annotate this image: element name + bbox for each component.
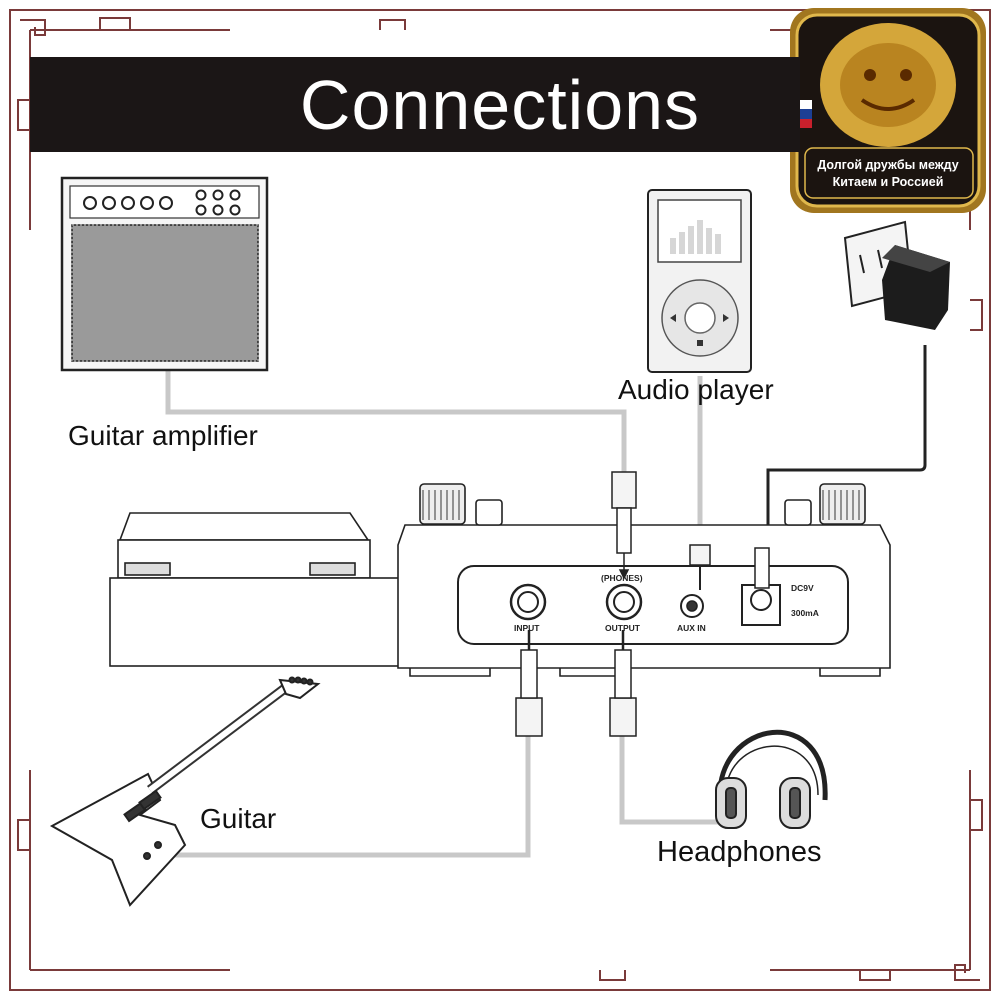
badge-line-2: Китаем и Россией [832,175,944,189]
output-jack-label: OUTPUT [605,623,640,633]
badge-line-1: Долгой дружбы между [817,158,959,172]
input-jack-label: INPUT [514,623,540,633]
audio-player-label: Audio player [618,374,774,405]
dc-label: DC9V [791,583,814,593]
effects-unit-body [397,483,891,677]
headphones-label: Headphones [657,836,822,868]
badge-caption: Долгой дружбы между Китаем и Россией [790,157,986,191]
power-adapter-icon [843,220,950,330]
guitar-amplifier-icon [60,176,269,372]
guitar-label: Guitar [200,803,277,834]
badge-emblem [790,8,986,213]
audio-player-icon [647,189,752,373]
cables [165,370,740,858]
effects-unit-pedal [109,512,401,667]
title-bar [30,57,800,152]
phones-label: (PHONES) [601,573,643,583]
guitar-icon [49,676,321,907]
cable-plugs [515,471,770,737]
headphones-icon [715,730,828,829]
page-title: Connections [299,65,701,144]
power-cable [766,345,927,548]
guitar-amplifier-label: Guitar amplifier [68,420,258,451]
current-label: 300mA [791,608,819,618]
aux-in-label: AUX IN [677,623,706,633]
